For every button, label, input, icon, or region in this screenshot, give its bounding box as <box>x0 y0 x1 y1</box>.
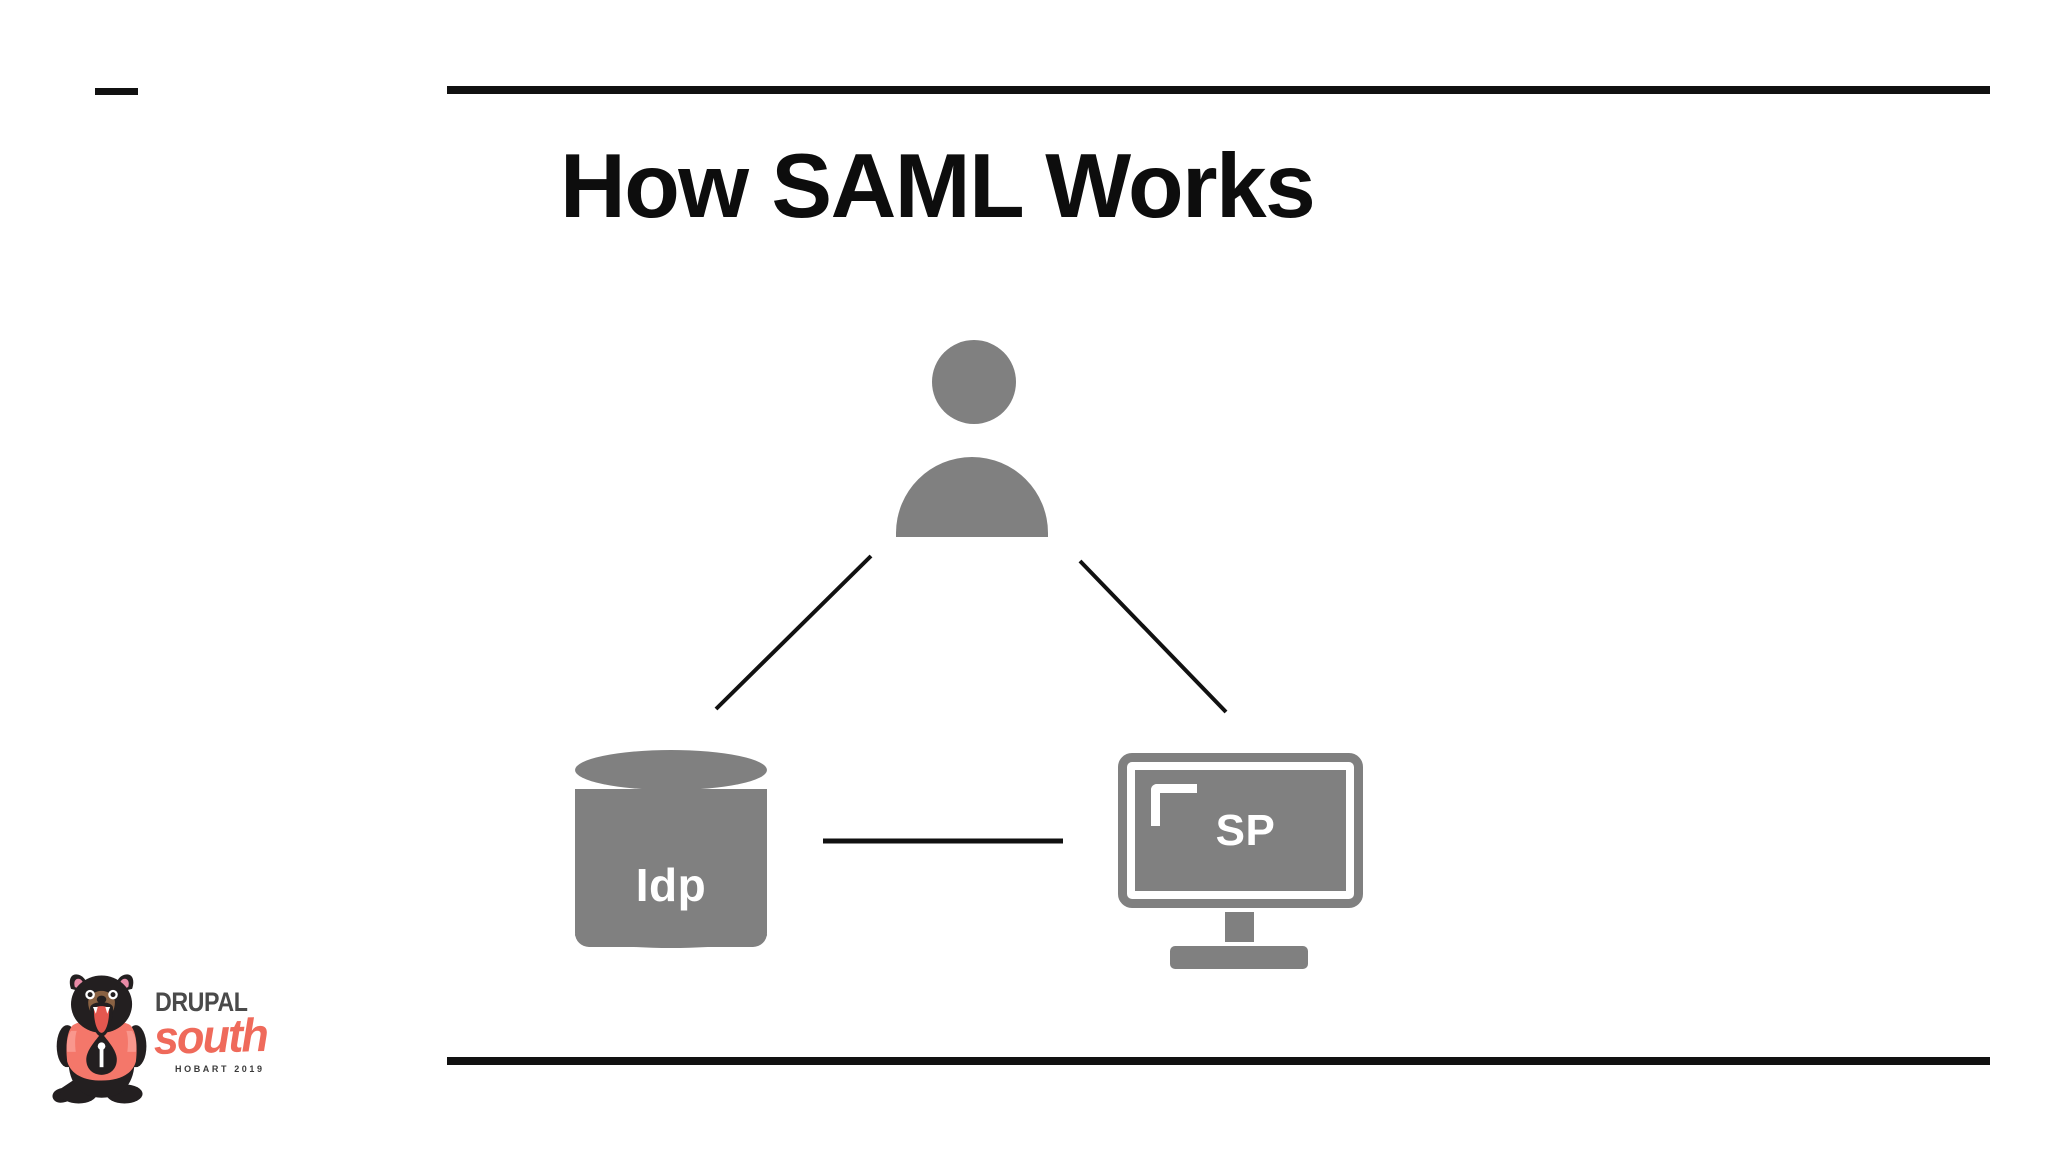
tasmanian-devil-icon <box>52 974 147 1104</box>
logo-south-text: south <box>153 1007 268 1064</box>
connector-user-idp <box>714 554 873 711</box>
monitor-icon: SP <box>1118 753 1363 971</box>
monitor-stand-neck-icon <box>1225 912 1254 942</box>
drupalsouth-wordmark: DRUPAL south HOBART 2019 <box>153 987 280 1092</box>
connector-user-sp <box>1078 559 1228 714</box>
database-top-ellipse-icon <box>575 750 767 790</box>
drupalsouth-logo: DRUPAL south HOBART 2019 <box>50 963 280 1123</box>
logo-drupal-text: DRUPAL <box>155 987 248 1017</box>
person-body-icon <box>896 457 1048 537</box>
person-head-icon <box>932 340 1016 424</box>
idp-label: Idp <box>635 859 707 911</box>
page-title: How SAML Works <box>560 136 1316 237</box>
logo-event-text: HOBART 2019 <box>175 1064 265 1074</box>
monitor-screen-icon: SP <box>1135 770 1346 891</box>
database-icon: Idp <box>575 750 767 950</box>
slide-dash-mark <box>95 88 138 95</box>
bottom-rule <box>447 1057 1990 1065</box>
person-icon <box>880 340 1080 545</box>
database-body-icon <box>575 782 767 948</box>
sp-label: SP <box>1215 805 1276 855</box>
monitor-stand-base-icon <box>1170 946 1308 969</box>
monitor-frame-icon: SP <box>1118 753 1363 908</box>
top-rule <box>447 86 1990 94</box>
corner-bracket-icon <box>1151 784 1197 826</box>
